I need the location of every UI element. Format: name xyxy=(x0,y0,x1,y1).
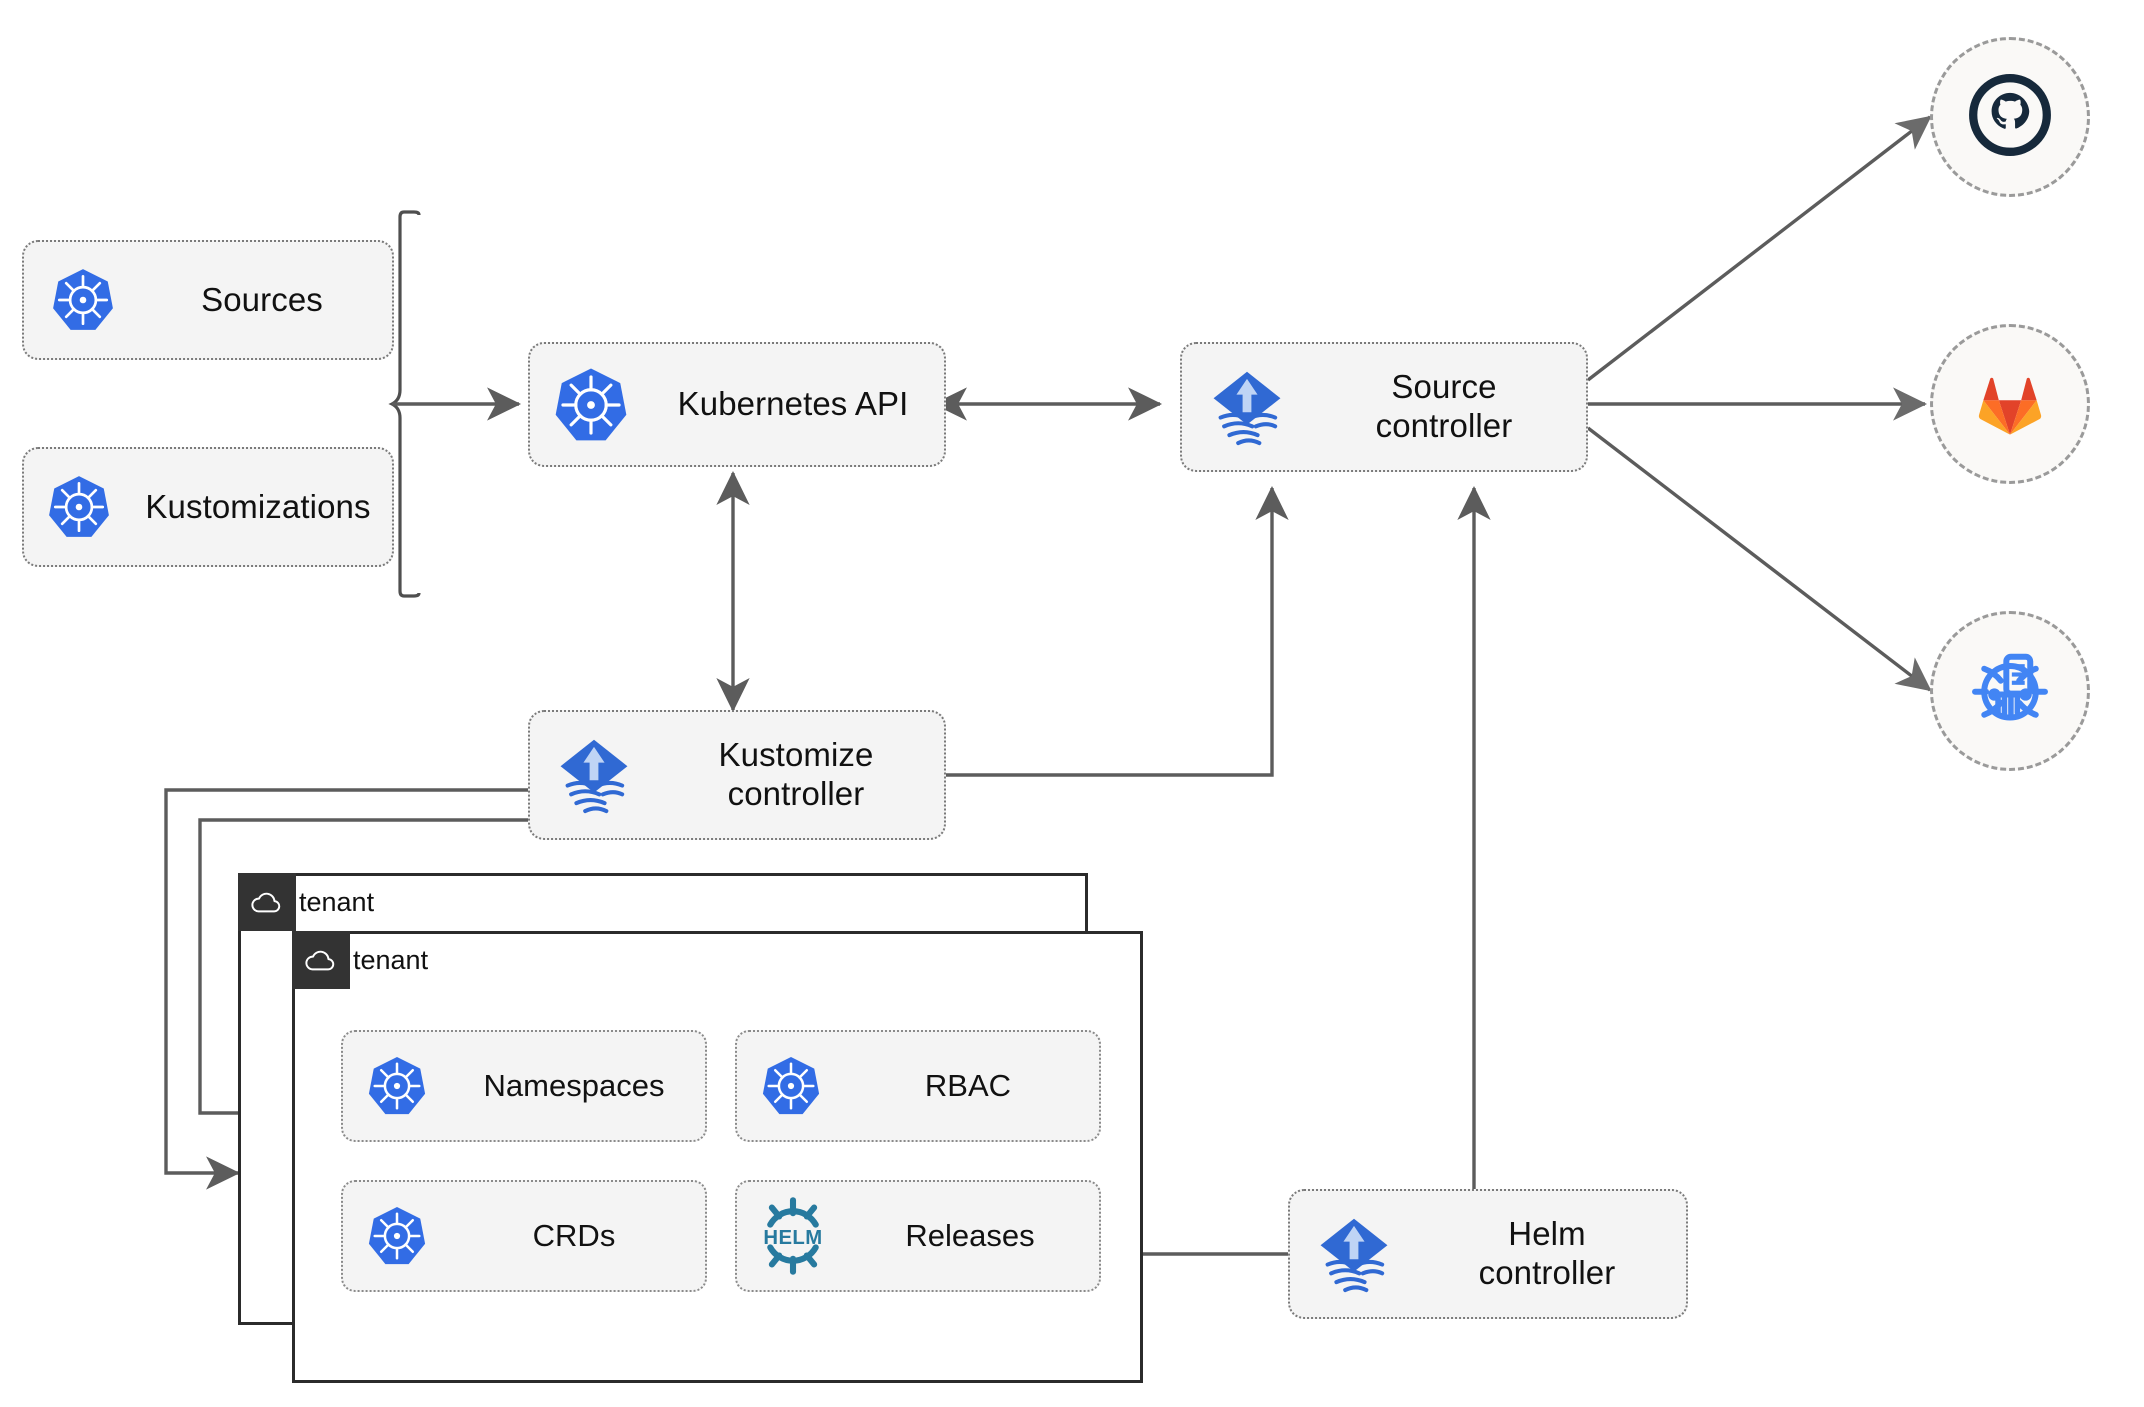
helm-icon: HELM xyxy=(737,1197,849,1275)
kubernetes-icon xyxy=(24,474,134,540)
node-label: Kustomize controller xyxy=(718,736,874,812)
card-label: RBAC xyxy=(924,1068,1012,1103)
node-label: Kustomizations xyxy=(145,487,371,525)
kubernetes-icon xyxy=(343,1055,451,1117)
node-sources[interactable]: Sources xyxy=(22,240,394,360)
node-source-controller[interactable]: Source controller xyxy=(1180,342,1588,472)
card-label: Releases xyxy=(905,1218,1035,1253)
helm-repository-icon xyxy=(1964,643,2056,740)
flux-icon xyxy=(1182,363,1312,451)
provider-github[interactable] xyxy=(1930,37,2090,197)
node-label: Source controller xyxy=(1375,368,1513,444)
kubernetes-icon xyxy=(530,366,652,444)
node-label: Helm controller xyxy=(1478,1215,1616,1291)
tenant-label: tenant xyxy=(299,886,375,917)
node-kustomize-controller[interactable]: Kustomize controller xyxy=(528,710,946,840)
provider-gitlab[interactable] xyxy=(1930,324,2090,484)
cloud-icon xyxy=(238,873,296,931)
flux-icon xyxy=(530,731,658,819)
kubernetes-icon xyxy=(343,1205,451,1267)
github-icon xyxy=(1964,69,2056,166)
card-rbac[interactable]: RBAC xyxy=(735,1030,1101,1142)
gitlab-icon xyxy=(1967,359,2053,450)
card-label: CRDs xyxy=(532,1218,616,1253)
kubernetes-icon xyxy=(737,1055,845,1117)
card-crds[interactable]: CRDs xyxy=(341,1180,707,1292)
kubernetes-icon xyxy=(24,267,142,333)
node-kustomizations[interactable]: Kustomizations xyxy=(22,447,394,567)
card-namespaces[interactable]: Namespaces xyxy=(341,1030,707,1142)
provider-helm-repository[interactable] xyxy=(1930,611,2090,771)
cloud-icon xyxy=(292,931,350,989)
card-label: Namespaces xyxy=(483,1068,665,1103)
node-kubernetes-api[interactable]: Kubernetes API xyxy=(528,342,946,467)
tenant-box-front[interactable]: tenant xyxy=(292,931,1143,1383)
svg-text:HELM: HELM xyxy=(763,1227,822,1249)
flux-icon xyxy=(1290,1210,1418,1298)
card-releases[interactable]: HELM Releases xyxy=(735,1180,1101,1292)
node-label: Kubernetes API xyxy=(677,385,909,423)
tenant-label: tenant xyxy=(353,944,429,975)
tenant-titlebar xyxy=(292,931,350,989)
tenant-titlebar xyxy=(238,873,296,931)
node-label: Sources xyxy=(201,280,323,318)
node-helm-controller[interactable]: Helm controller xyxy=(1288,1189,1688,1319)
